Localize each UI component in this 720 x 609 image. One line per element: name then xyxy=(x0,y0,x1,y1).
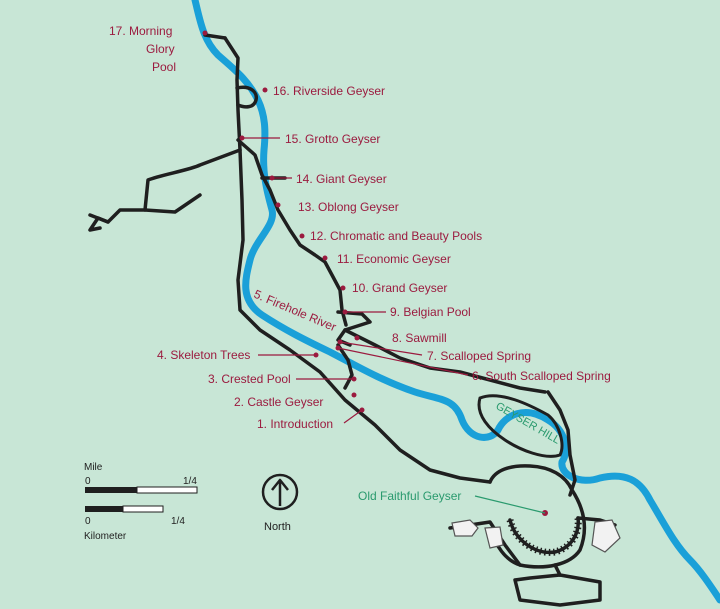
trail-morning-glory-spur xyxy=(203,33,227,40)
trail-cross-1 xyxy=(143,193,202,214)
trail-east-main xyxy=(236,138,348,327)
site-markers xyxy=(202,30,548,516)
leader-7 xyxy=(339,341,423,356)
label-scalloped: 7. Scalloped Spring xyxy=(427,349,531,363)
leader-6 xyxy=(337,347,469,376)
label-sawmill: 8. Sawmill xyxy=(392,331,447,345)
label-castle: 2. Castle Geyser xyxy=(234,395,323,409)
scale-mile-light xyxy=(136,486,198,494)
leader-lines xyxy=(242,137,546,514)
marker-17 xyxy=(202,30,208,36)
scale-km-start: 0 xyxy=(85,516,91,527)
label-economic: 11. Economic Geyser xyxy=(337,252,451,266)
label-grotto: 15. Grotto Geyser xyxy=(285,132,380,146)
compass-label: North xyxy=(264,521,291,533)
buildings xyxy=(451,519,621,553)
old-faithful-viewing-arc xyxy=(506,517,582,556)
marker-16 xyxy=(262,87,268,93)
marker-11 xyxy=(322,255,328,261)
trail-network xyxy=(88,33,617,607)
label-giant: 14. Giant Geyser xyxy=(296,172,387,186)
label-morning-glory-3: Pool xyxy=(152,60,176,74)
leader-1 xyxy=(343,409,363,424)
firehole-river xyxy=(191,0,720,604)
geyser-hill-outline xyxy=(477,394,564,458)
label-morning-glory-2: Glory xyxy=(146,42,175,56)
label-chromatic: 12. Chromatic and Beauty Pools xyxy=(310,229,482,243)
scale-mile-end: 1/4 xyxy=(183,476,197,487)
leader-old-faithful xyxy=(474,495,546,514)
label-riverside: 16. Riverside Geyser xyxy=(273,84,385,98)
label-belgian: 9. Belgian Pool xyxy=(390,305,471,319)
trail-parking-2 xyxy=(513,573,602,607)
scale-mile-dark xyxy=(85,487,137,493)
label-skeleton: 4. Skeleton Trees xyxy=(157,348,250,362)
label-crested: 3. Crested Pool xyxy=(208,372,291,386)
trail-riverside-loop xyxy=(235,85,259,109)
scale-km-dark xyxy=(85,506,123,512)
building-inn xyxy=(484,526,504,549)
trail-west-branch-tip xyxy=(88,213,110,224)
trail-crested-spur xyxy=(336,343,354,390)
label-intro: 1. Introduction xyxy=(257,417,333,431)
scale-bar: Mile 0 1/4 0 1/4 Kilometer xyxy=(84,462,198,542)
label-grand: 10. Grand Geyser xyxy=(352,281,447,295)
label-river: 5. Firehole River xyxy=(252,287,339,334)
trail-west-branch xyxy=(88,148,242,232)
building-visitor-east xyxy=(591,519,621,553)
scale-mile-start: 0 xyxy=(85,476,91,487)
marker-10 xyxy=(340,285,346,291)
marker-12 xyxy=(299,233,305,239)
label-south-scalloped: 6. South Scalloped Spring xyxy=(472,369,611,383)
building-lodge-west xyxy=(451,519,479,537)
trail-connector-1 xyxy=(553,563,562,577)
scale-mile-label: Mile xyxy=(84,462,103,473)
label-oblong: 13. Oblong Geyser xyxy=(298,200,399,214)
scale-km-end: 1/4 xyxy=(171,516,185,527)
marker-13 xyxy=(275,202,281,208)
scale-km-light xyxy=(122,505,164,513)
marker-2 xyxy=(351,392,357,398)
label-old-faithful: Old Faithful Geyser xyxy=(358,489,461,503)
label-morning-glory-1: 17. Morning xyxy=(109,24,172,38)
scale-km-label: Kilometer xyxy=(84,531,127,542)
trail-geyser-hill xyxy=(546,390,577,497)
marker-8 xyxy=(354,335,360,341)
north-arrow-icon xyxy=(261,473,299,511)
